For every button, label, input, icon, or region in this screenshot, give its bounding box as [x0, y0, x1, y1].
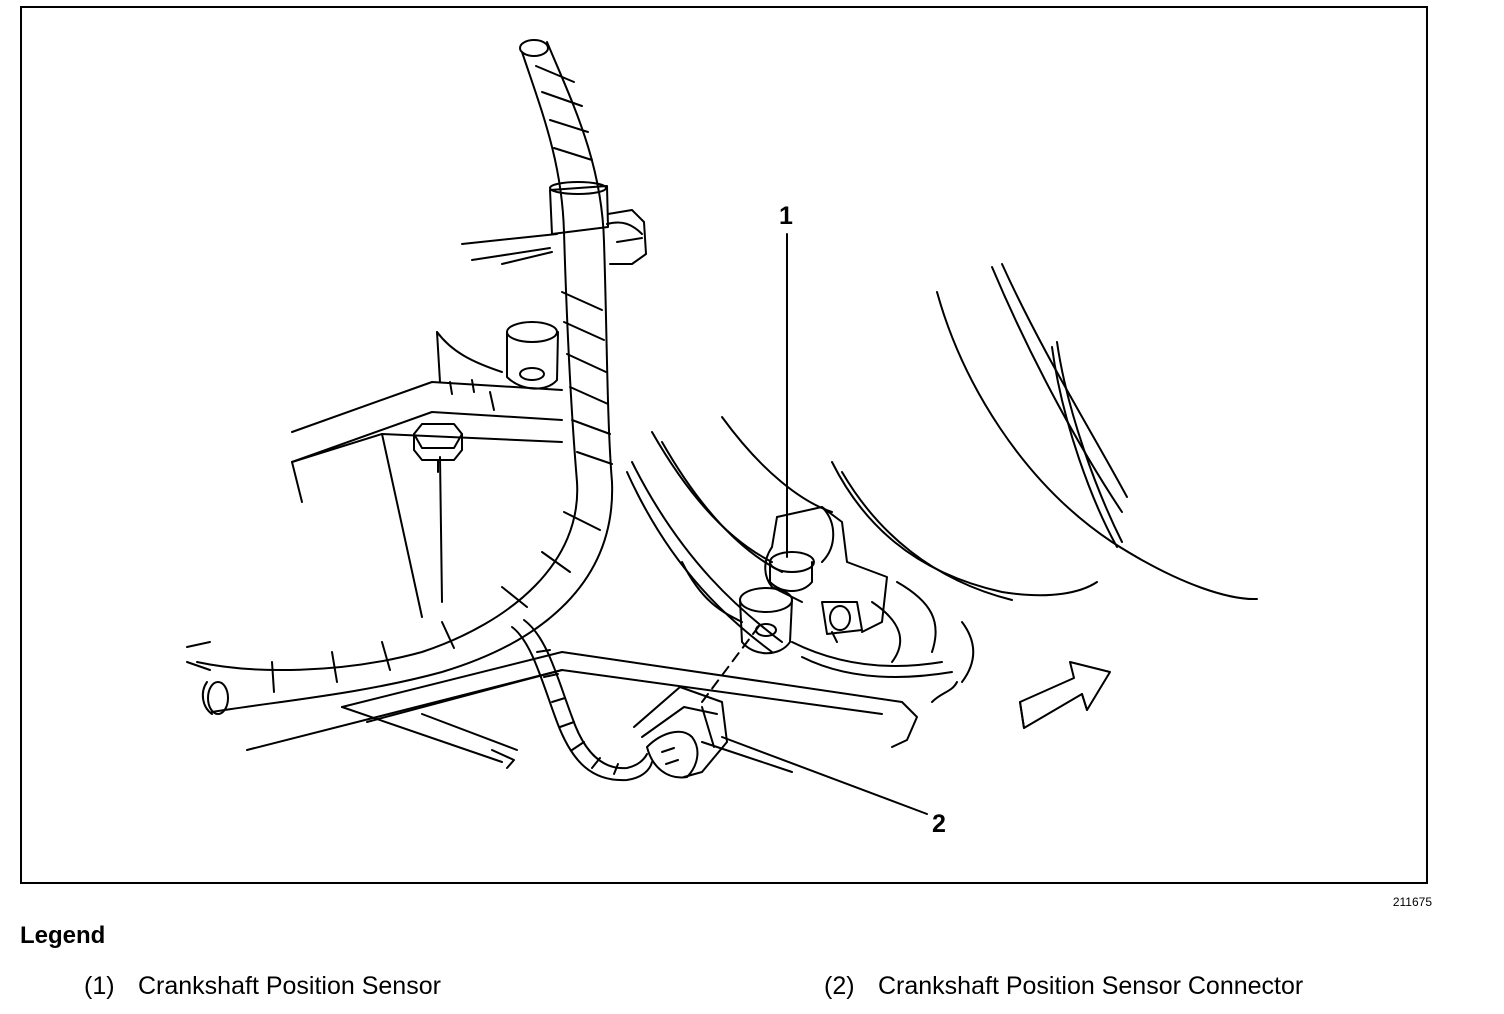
legend-item-text: Crankshaft Position Sensor [138, 972, 441, 1000]
legend-item-number: (2) [824, 972, 855, 1000]
legend-item-number: (1) [84, 972, 115, 1000]
figure-number: 211675 [1392, 895, 1432, 909]
legend-item: (2) Crankshaft Position Sensor Connector [824, 972, 1303, 1001]
crankshaft-position-sensor [739, 506, 888, 655]
callout-label-2: 2 [932, 810, 946, 838]
callout-leader-2 [721, 736, 928, 815]
wiring-harness [186, 39, 614, 715]
legend-item-text: Crankshaft Position Sensor Connector [878, 972, 1304, 1000]
harness-clamp [549, 181, 647, 265]
sensor-pigtail-wire [511, 619, 653, 782]
oil-pan-bolt-icon [413, 423, 463, 473]
crankshaft-sensor-illustration: 1 2 [186, 39, 1258, 838]
crankshaft-position-sensor-connector [633, 686, 728, 779]
legend-title: Legend [20, 922, 106, 949]
diagram-frame: 1 2 [20, 6, 1428, 884]
transmission-housing [626, 263, 1258, 703]
front-direction-arrow-icon [1019, 661, 1111, 729]
engine-block-lines [291, 233, 563, 618]
callout-label-1: 1 [779, 202, 793, 230]
legend-item: (1) Crankshaft Position Sensor [84, 972, 441, 1001]
lower-bracket [246, 651, 918, 773]
alignment-dashed-line [701, 621, 763, 703]
mounting-boss [506, 321, 559, 390]
